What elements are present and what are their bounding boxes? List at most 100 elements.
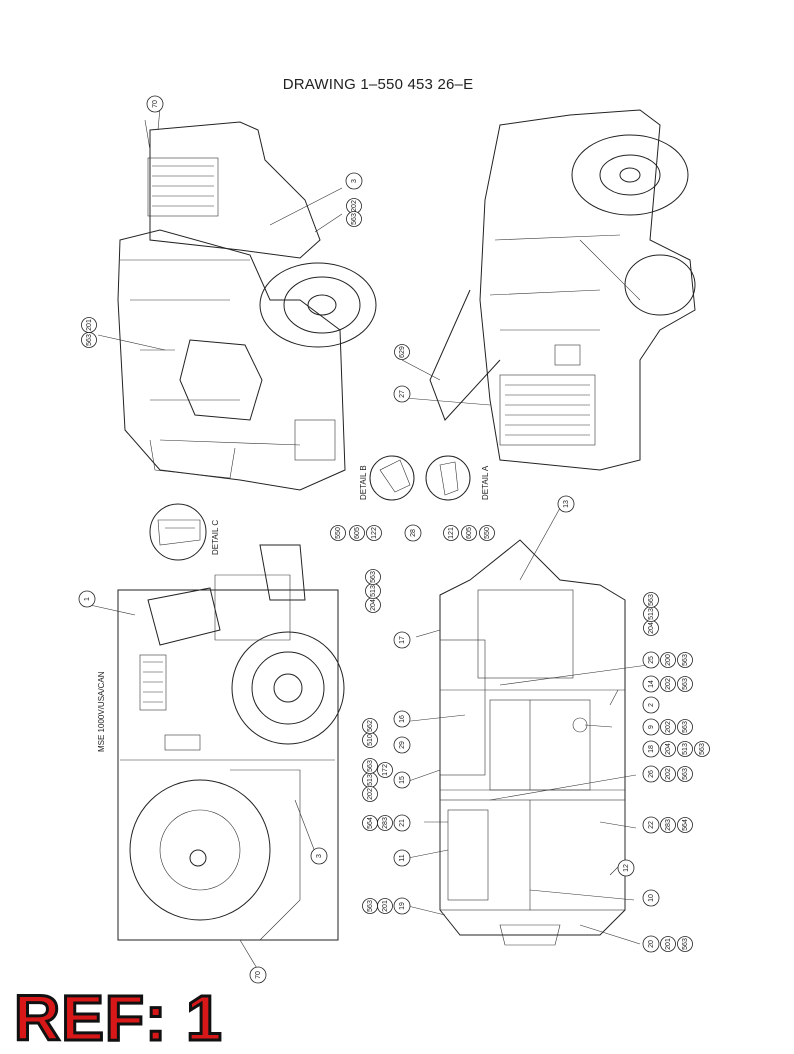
callout-bubble	[349, 525, 365, 541]
callout-c202e: 202	[660, 766, 676, 782]
view-bottom-right	[439, 539, 626, 946]
callout-c201a: 201	[81, 317, 97, 333]
callout-number: 629	[399, 346, 406, 358]
callout-c563d: 563	[643, 592, 659, 608]
callout-c563i: 563	[362, 758, 378, 774]
callout-c283a: 283	[377, 815, 393, 831]
callout-bubble	[642, 935, 660, 953]
callout-number: 550	[484, 527, 491, 539]
callout-bubble	[642, 816, 660, 834]
callout-c629: 629	[394, 344, 410, 360]
callout-number: 562	[367, 720, 374, 732]
callout-c204a: 204	[365, 597, 381, 613]
callout-number: 283	[382, 817, 389, 829]
callout-number: 564	[367, 817, 374, 829]
callout-bubble	[461, 525, 477, 541]
callout-number: 200	[665, 654, 672, 666]
detail-c	[149, 503, 207, 561]
callout-bubble	[479, 525, 495, 541]
callout-number: 202	[665, 678, 672, 690]
callout-number: 563	[682, 768, 689, 780]
callout-c3a: 3	[345, 172, 363, 190]
callout-bubble	[677, 719, 693, 735]
callout-number: 27	[399, 390, 406, 398]
detail-c-label: DETAIL C	[211, 520, 220, 555]
callout-bubble	[377, 762, 393, 778]
callout-c564a: 564	[362, 815, 378, 831]
detail-b	[369, 455, 415, 501]
detail-a-label: DETAIL A	[481, 465, 490, 500]
model-text: MSE 1000V/USA/CAN	[97, 671, 106, 752]
callout-bubble	[642, 651, 660, 669]
ref-label: REF: 1	[13, 982, 224, 1054]
callout-bubble	[393, 771, 411, 789]
callout-c513b: 513	[643, 606, 659, 622]
callout-bubble	[366, 525, 382, 541]
callout-c28: 28	[404, 524, 422, 542]
callout-c2: 2	[642, 696, 660, 714]
callout-c562: 562	[362, 718, 378, 734]
callout-bubble	[660, 676, 676, 692]
callout-c510: 510	[362, 732, 378, 748]
callout-number: 563	[367, 760, 374, 772]
callout-bubble	[642, 675, 660, 693]
callout-bubble	[249, 966, 267, 984]
callout-number: 563	[648, 594, 655, 606]
callout-number: 9	[648, 725, 655, 729]
callout-c121: 121	[443, 525, 459, 541]
callout-c3b: 3	[310, 847, 328, 865]
callout-number: 204	[665, 743, 672, 755]
callout-c513c: 513	[677, 741, 693, 757]
detail-b-label: DETAIL B	[359, 465, 368, 500]
callout-bubble	[377, 815, 393, 831]
callout-c563h: 563	[694, 741, 710, 757]
callout-bubble	[617, 859, 635, 877]
callout-number: 122	[371, 527, 378, 539]
callout-number: 3	[316, 854, 323, 858]
callout-c70b: 70	[249, 966, 267, 984]
callout-c563c: 563	[365, 569, 381, 585]
callout-number: 563	[370, 571, 377, 583]
callout-bubble	[393, 385, 411, 403]
callout-c26: 26	[642, 765, 660, 783]
callout-number: 26	[648, 770, 655, 778]
callout-number: 17	[399, 636, 406, 644]
callout-number: 563	[699, 743, 706, 755]
callout-c563k: 563	[362, 898, 378, 914]
callout-number: 605	[354, 527, 361, 539]
callout-bubble	[81, 332, 97, 348]
callout-c21: 21	[393, 814, 411, 832]
callout-number: 202	[665, 768, 672, 780]
callout-number: 70	[152, 100, 159, 108]
callout-number: 28	[410, 529, 417, 537]
callout-c204b: 204	[643, 620, 659, 636]
callout-number: 70	[255, 971, 262, 979]
callout-bubble	[393, 710, 411, 728]
callout-number: 11	[399, 854, 406, 861]
callout-bubble	[677, 676, 693, 692]
callout-number: 25	[648, 656, 655, 664]
callout-bubble	[642, 740, 660, 758]
callout-number: 202	[351, 200, 358, 212]
callout-c605a: 605	[349, 525, 365, 541]
callout-c172: 172	[377, 762, 393, 778]
callout-c202d: 202	[362, 786, 378, 802]
callout-c10: 10	[642, 889, 660, 907]
callout-number: 204	[370, 599, 377, 611]
callout-bubble	[660, 766, 676, 782]
callout-c17: 17	[393, 631, 411, 649]
callout-bubble	[660, 741, 676, 757]
callout-bubble	[362, 786, 378, 802]
callout-number: 563	[682, 678, 689, 690]
callout-number: 563	[682, 654, 689, 666]
callout-number: 510	[367, 734, 374, 746]
callout-number: 1	[84, 597, 91, 601]
callout-c564b: 564	[677, 817, 693, 833]
callout-number: 563	[351, 213, 358, 225]
callout-bubble	[146, 95, 164, 113]
callout-number: 21	[399, 819, 406, 827]
callout-c202b: 202	[660, 676, 676, 692]
callout-number: 513	[367, 774, 374, 786]
